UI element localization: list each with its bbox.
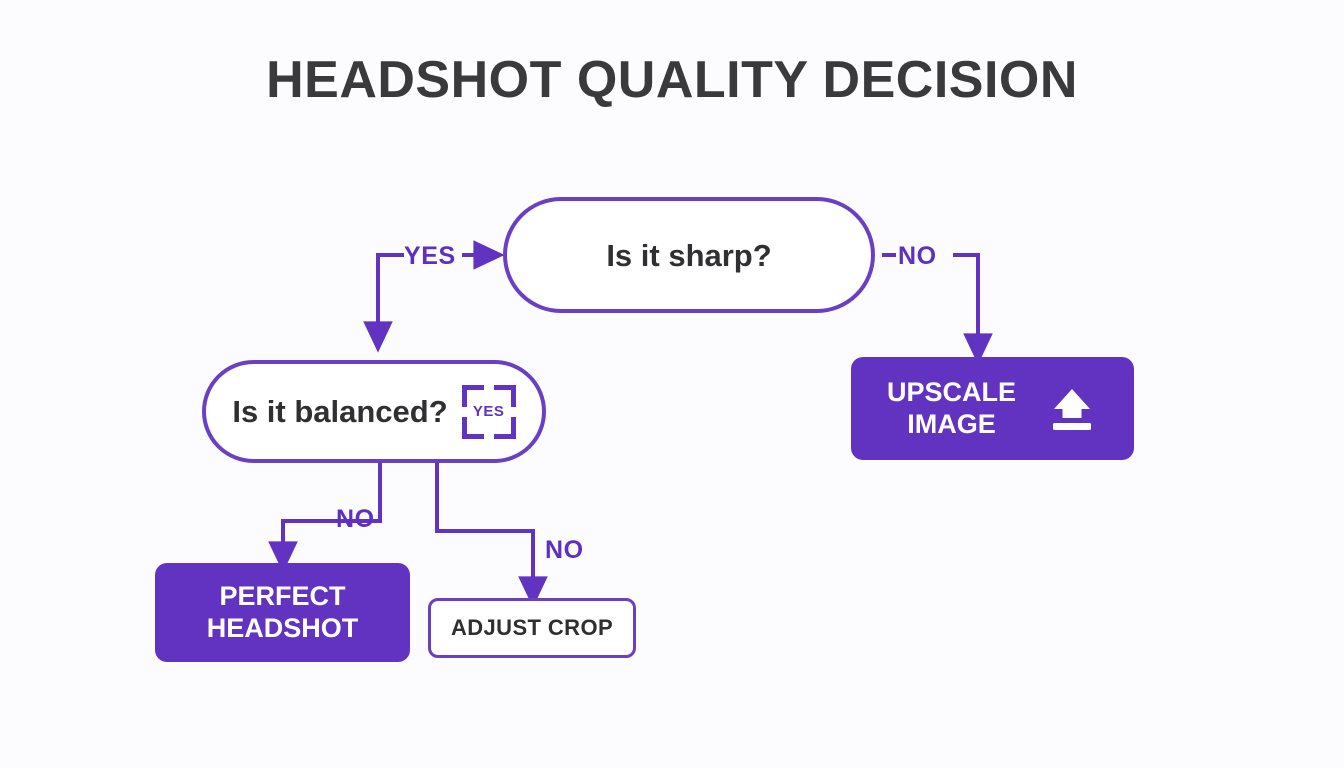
edge-sharp-yes (363, 253, 404, 353)
edge-balanced-no-left (268, 463, 382, 573)
node-perfect-headshot-label: PERFECT HEADSHOT (206, 580, 359, 643)
crop-frame-icon: YES (461, 384, 516, 439)
edge-label-balanced-no-right: NO (545, 536, 584, 564)
node-is-it-sharp[interactable]: Is it sharp? (503, 197, 875, 313)
page-title: HEADSHOT QUALITY DECISION (266, 51, 1078, 109)
edge-balanced-no-right (435, 463, 548, 608)
node-is-it-balanced[interactable]: Is it balanced? YES (202, 360, 546, 463)
node-perfect-headshot[interactable]: PERFECT HEADSHOT (155, 563, 410, 662)
edge-label-sharp-yes: YES (404, 242, 456, 270)
node-adjust-crop[interactable]: ADJUST CROP (428, 598, 636, 658)
node-upscale-image[interactable]: UPSCALE IMAGE (851, 357, 1134, 460)
upload-arrow-icon (1053, 388, 1091, 430)
edge-label-sharp-no: NO (898, 242, 937, 270)
node-is-it-sharp-label: Is it sharp? (606, 237, 772, 273)
crop-frame-badge-label: YES (472, 403, 505, 420)
edge-label-balanced-no-left: NO (336, 505, 375, 533)
node-upscale-image-label: UPSCALE IMAGE (886, 376, 1016, 439)
node-adjust-crop-label: ADJUST CROP (450, 615, 614, 640)
node-is-it-balanced-label: Is it balanced? (232, 394, 448, 429)
edge-sharp-no (953, 253, 993, 365)
